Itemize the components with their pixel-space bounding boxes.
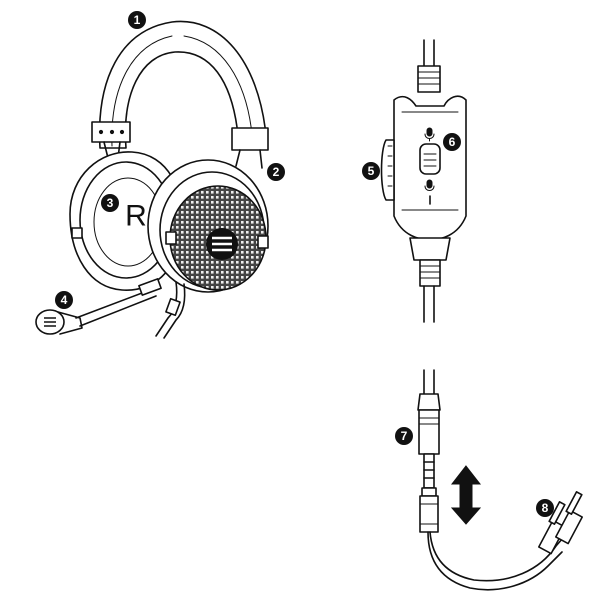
callout-3-label: 3 — [107, 196, 114, 210]
inline-controller — [380, 39, 467, 323]
plug-microphone — [537, 501, 567, 555]
callout-2: 2 — [267, 163, 285, 181]
jack-and-splitter — [417, 369, 584, 591]
lower-cable — [423, 285, 435, 323]
callout-3: 3 — [101, 194, 119, 212]
right-slider — [231, 127, 269, 151]
boom-microphone — [35, 278, 162, 335]
splitter-adapter — [419, 487, 584, 591]
callout-1-label: 1 — [134, 13, 141, 27]
callout-6-label: 6 — [449, 135, 456, 149]
mic-mute-switch[interactable] — [419, 143, 441, 175]
earcup-side-marking: R — [125, 200, 147, 233]
callout-4-label: 4 — [61, 293, 68, 307]
volume-wheel[interactable] — [380, 139, 395, 201]
headband — [91, 20, 269, 169]
double-arrow-icon — [450, 465, 482, 525]
callout-5-label: 5 — [368, 164, 375, 178]
callout-7-label: 7 — [401, 429, 408, 443]
right-hinge-left — [165, 231, 177, 245]
microphone-muted-icon — [424, 179, 435, 191]
upper-cable — [423, 39, 435, 71]
four-pole-jack — [417, 393, 441, 497]
callout-5: 5 — [362, 162, 380, 180]
callout-2-label: 2 — [273, 165, 280, 179]
headset: R — [35, 20, 269, 339]
microphone-icon — [424, 127, 435, 142]
callout-6: 6 — [443, 133, 461, 151]
plug-headphone — [554, 491, 584, 545]
right-hinge-right — [257, 235, 269, 249]
callout-8-label: 8 — [542, 501, 549, 515]
callout-1: 1 — [128, 11, 146, 29]
callout-8: 8 — [536, 499, 554, 517]
callout-4: 4 — [55, 291, 73, 309]
left-hinge — [71, 227, 83, 239]
callout-7: 7 — [395, 427, 413, 445]
right-earcup — [147, 159, 269, 293]
